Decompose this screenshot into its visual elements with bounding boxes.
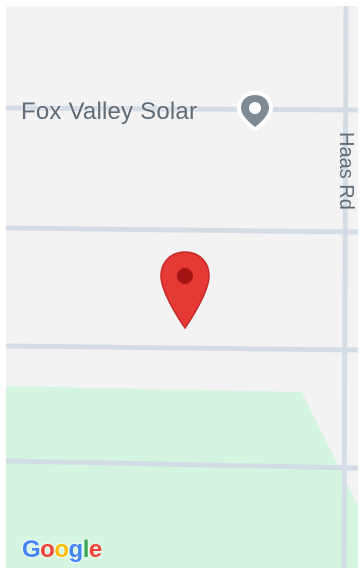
logo-letter: e [88,536,102,563]
road-label-haas: Haas Rd [335,132,357,210]
logo-letter: o [54,536,69,563]
map-view[interactable]: Fox Valley Solar Haas Rd Google [6,6,358,568]
road-haas [341,6,349,568]
place-pin-icon[interactable] [230,86,280,136]
road-park [6,458,358,471]
poi-label[interactable]: Fox Valley Solar [21,98,198,125]
road-middle [6,225,358,235]
road-upper [6,105,358,113]
logo-letter: g [68,536,84,563]
park-area [6,386,358,568]
red-location-marker-icon[interactable] [158,250,212,332]
google-logo: Google [22,536,102,564]
logo-letter: l [82,536,90,563]
logo-letter: o [40,536,55,563]
map-base [6,6,358,568]
road-lower [6,343,358,353]
logo-letter: G [22,536,41,563]
